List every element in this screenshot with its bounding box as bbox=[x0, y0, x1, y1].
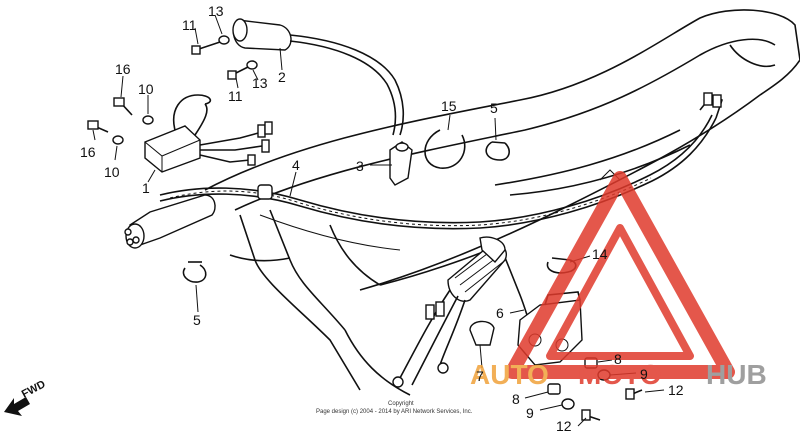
callout-10-bottom: 10 bbox=[104, 164, 120, 180]
callout-8-bottom: 8 bbox=[512, 391, 520, 407]
ignition-coil-left bbox=[124, 194, 216, 249]
callout-13-mid: 13 bbox=[252, 75, 268, 91]
callout-16-bottom: 16 bbox=[80, 144, 96, 160]
fwd-arrow-icon bbox=[4, 397, 30, 416]
callout-11-mid: 11 bbox=[228, 88, 243, 104]
fwd-label: FWD bbox=[20, 378, 48, 400]
callout-8-right: 8 bbox=[614, 351, 622, 367]
callout-3: 3 bbox=[356, 158, 364, 174]
callout-12-right: 12 bbox=[668, 382, 684, 398]
watermark-auto: AUTO bbox=[470, 359, 549, 390]
callout-10-top: 10 bbox=[138, 81, 154, 97]
rubber-cap bbox=[469, 320, 495, 346]
watermark: AUTO MOTO HUB bbox=[470, 171, 767, 390]
ignition-coil bbox=[232, 18, 405, 136]
callout-11-top: 11 bbox=[182, 17, 197, 33]
watermark-hub: HUB bbox=[706, 359, 767, 390]
spark-plug-cap bbox=[389, 141, 413, 186]
callout-16-top: 16 bbox=[115, 61, 131, 77]
callout-13-top: 13 bbox=[208, 3, 224, 19]
rear-ignition-unit bbox=[392, 236, 507, 388]
callout-4: 4 bbox=[292, 157, 300, 173]
copyright-line-1: Copyright bbox=[388, 401, 414, 407]
callout-2: 2 bbox=[278, 69, 286, 85]
callout-5-top: 5 bbox=[490, 100, 498, 116]
copyright-line-2: Page design (c) 2004 - 2014 by ARI Netwo… bbox=[316, 409, 473, 415]
cdi-unit bbox=[144, 94, 273, 173]
callout-15: 15 bbox=[441, 98, 457, 114]
wire-harness bbox=[159, 92, 723, 230]
copyright-notice: Copyright Page design (c) 2004 - 2014 by… bbox=[316, 401, 473, 415]
callout-7: 7 bbox=[476, 368, 484, 384]
callout-9-right: 9 bbox=[640, 366, 648, 382]
callout-14: 14 bbox=[592, 246, 608, 262]
frame bbox=[204, 9, 800, 396]
callout-1: 1 bbox=[142, 180, 150, 196]
callout-12-bottom: 12 bbox=[556, 418, 572, 434]
callout-labels: 11 13 2 11 13 16 10 16 10 1 4 3 15 5 5 1… bbox=[80, 3, 684, 434]
watermark-triangle-icon bbox=[505, 171, 735, 379]
callout-9-bottom: 9 bbox=[526, 405, 534, 421]
fwd-indicator: FWD bbox=[4, 378, 48, 416]
callout-6: 6 bbox=[496, 305, 504, 321]
callout-5-bottom: 5 bbox=[193, 312, 201, 328]
watermark-moto: MOTO bbox=[578, 359, 661, 390]
